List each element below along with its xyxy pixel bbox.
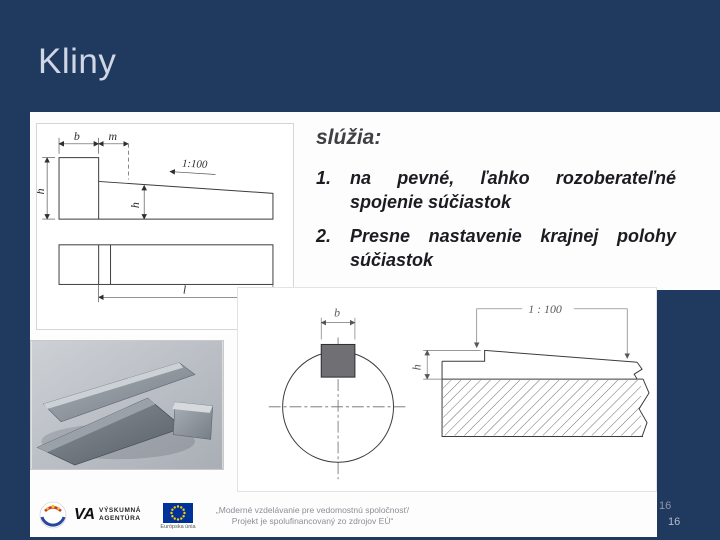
keys-photo-illustration xyxy=(31,341,223,469)
key-cross-section xyxy=(320,343,356,378)
list-text: Presne nastavenie krajnej polohy súčiast… xyxy=(350,225,676,270)
header-band: Kliny xyxy=(0,0,720,112)
shaft-hatching xyxy=(443,380,642,436)
list-text: na pevné, ľahko rozoberateľné spojenie s… xyxy=(350,168,676,212)
page-title: Kliny xyxy=(38,42,117,81)
dim-h-label: h xyxy=(409,364,423,370)
break-line-key xyxy=(633,361,643,380)
text-heading: slúžia: xyxy=(316,126,382,149)
page-number-secondary: 16 xyxy=(668,516,681,528)
body-text: slúžia: 1. na pevné, ľahko rozoberateľné… xyxy=(316,126,676,283)
key-side-view xyxy=(58,157,274,220)
footer-project-text: „Moderné vzdelávanie pre vedomostnú spol… xyxy=(205,505,420,527)
list-number: 2. xyxy=(316,225,332,246)
dim-b-label: b xyxy=(334,306,340,320)
footer-text-line1: „Moderné vzdelávanie pre vedomostnú spol… xyxy=(215,505,410,515)
shaft-cross-section: b xyxy=(268,306,408,480)
dim-l-label: l xyxy=(183,282,187,296)
key-dimension-lines xyxy=(42,137,216,220)
list-item: 2. Presne nastavenie krajnej polohy súči… xyxy=(316,225,676,273)
dim-m-label: m xyxy=(109,129,118,143)
agency-name: VÝSKUMNÁ AGENTÚRA xyxy=(99,507,141,523)
eu-flag: Európska únia xyxy=(158,503,198,530)
agency-mark: VA xyxy=(74,506,96,523)
dim-h-mid-label: h xyxy=(128,202,142,208)
break-line-shaft xyxy=(638,378,650,437)
agency-name-line2: AGENTÚRA xyxy=(99,515,141,522)
agency-name-line1: VÝSKUMNÁ xyxy=(99,507,142,514)
eu-flag-caption: Európska únia xyxy=(160,524,196,530)
research-agency-logo: VA VÝSKUMNÁ AGENTÚRA xyxy=(74,506,141,524)
shaft-side-view: 1 : 100 h xyxy=(409,302,650,438)
key-plan-view xyxy=(58,244,274,285)
page-number: 16 xyxy=(659,500,672,512)
taper-label: 1:100 xyxy=(182,158,209,171)
list-item: 1. na pevné, ľahko rozoberateľné spojeni… xyxy=(316,167,676,215)
dim-b-label: b xyxy=(74,129,80,143)
taper-label: 1 : 100 xyxy=(528,302,562,316)
dim-h-left-label: h xyxy=(37,188,47,194)
programme-emblem-icon xyxy=(38,500,68,532)
eu-flag-icon xyxy=(163,503,193,523)
keys-photo xyxy=(30,340,224,470)
assembly-technical-drawing: b 1 : 100 h xyxy=(237,287,657,492)
footer-text-line2: Projekt je spolufinancovaný zo zdrojov E… xyxy=(231,516,394,526)
assembly-drawing-svg: b 1 : 100 h xyxy=(268,302,650,480)
list-number: 1. xyxy=(316,168,332,188)
key-drawing-svg: b m h h 1:100 l xyxy=(37,129,274,303)
